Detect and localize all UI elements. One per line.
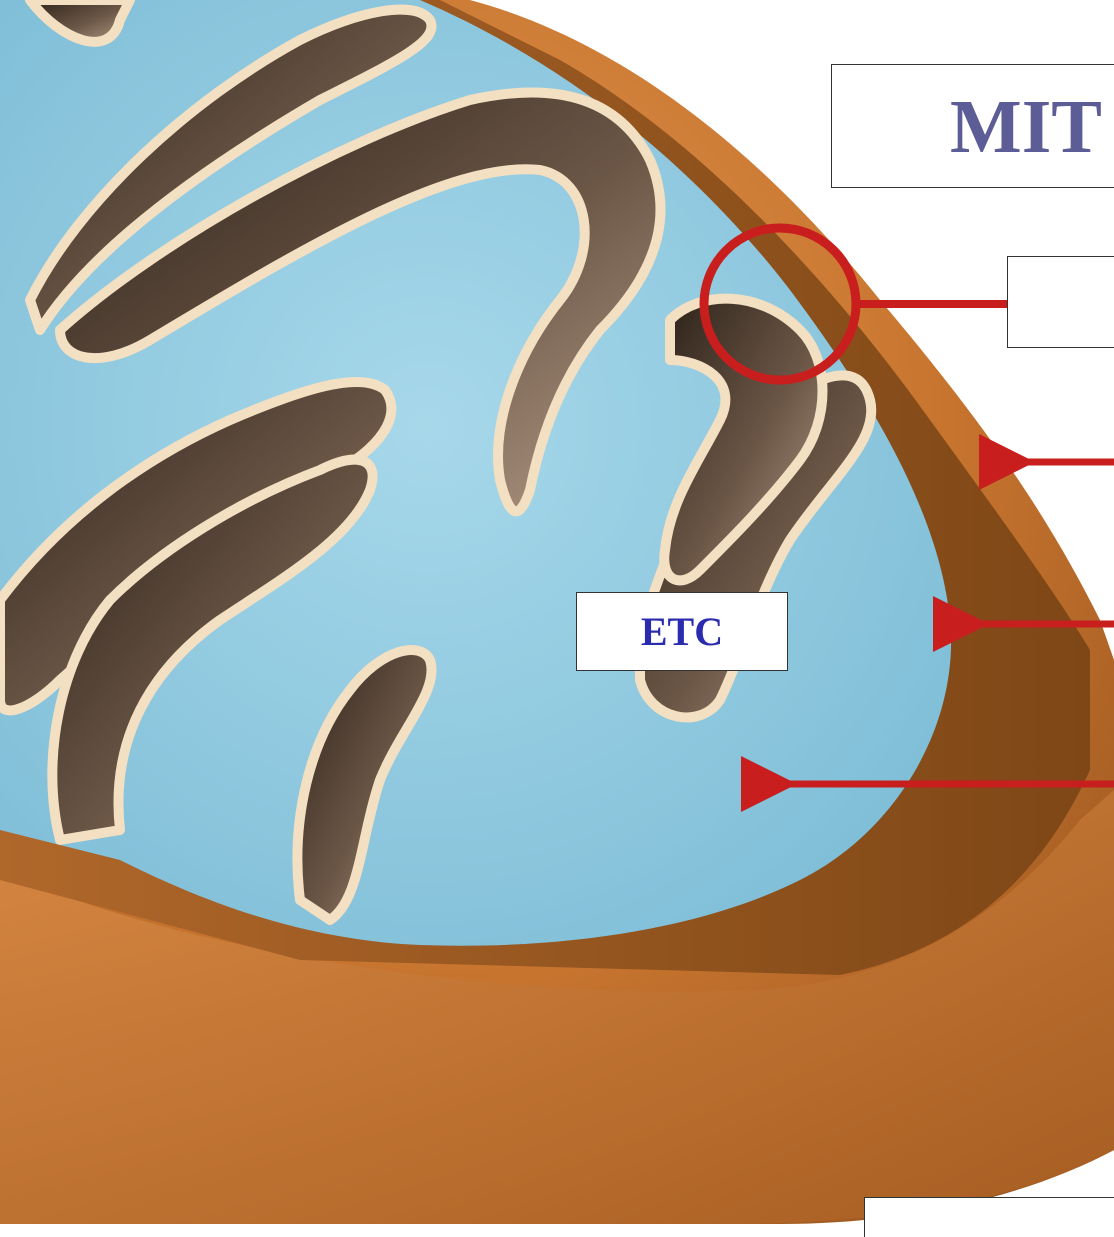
title-box: MIT [831, 64, 1114, 188]
diagram-title: MIT [950, 89, 1102, 165]
outer-membrane-label-box [1007, 256, 1114, 348]
etc-label: ETC [641, 608, 723, 655]
etc-label-box: ETC [576, 592, 788, 671]
bottom-label-box [864, 1197, 1114, 1237]
